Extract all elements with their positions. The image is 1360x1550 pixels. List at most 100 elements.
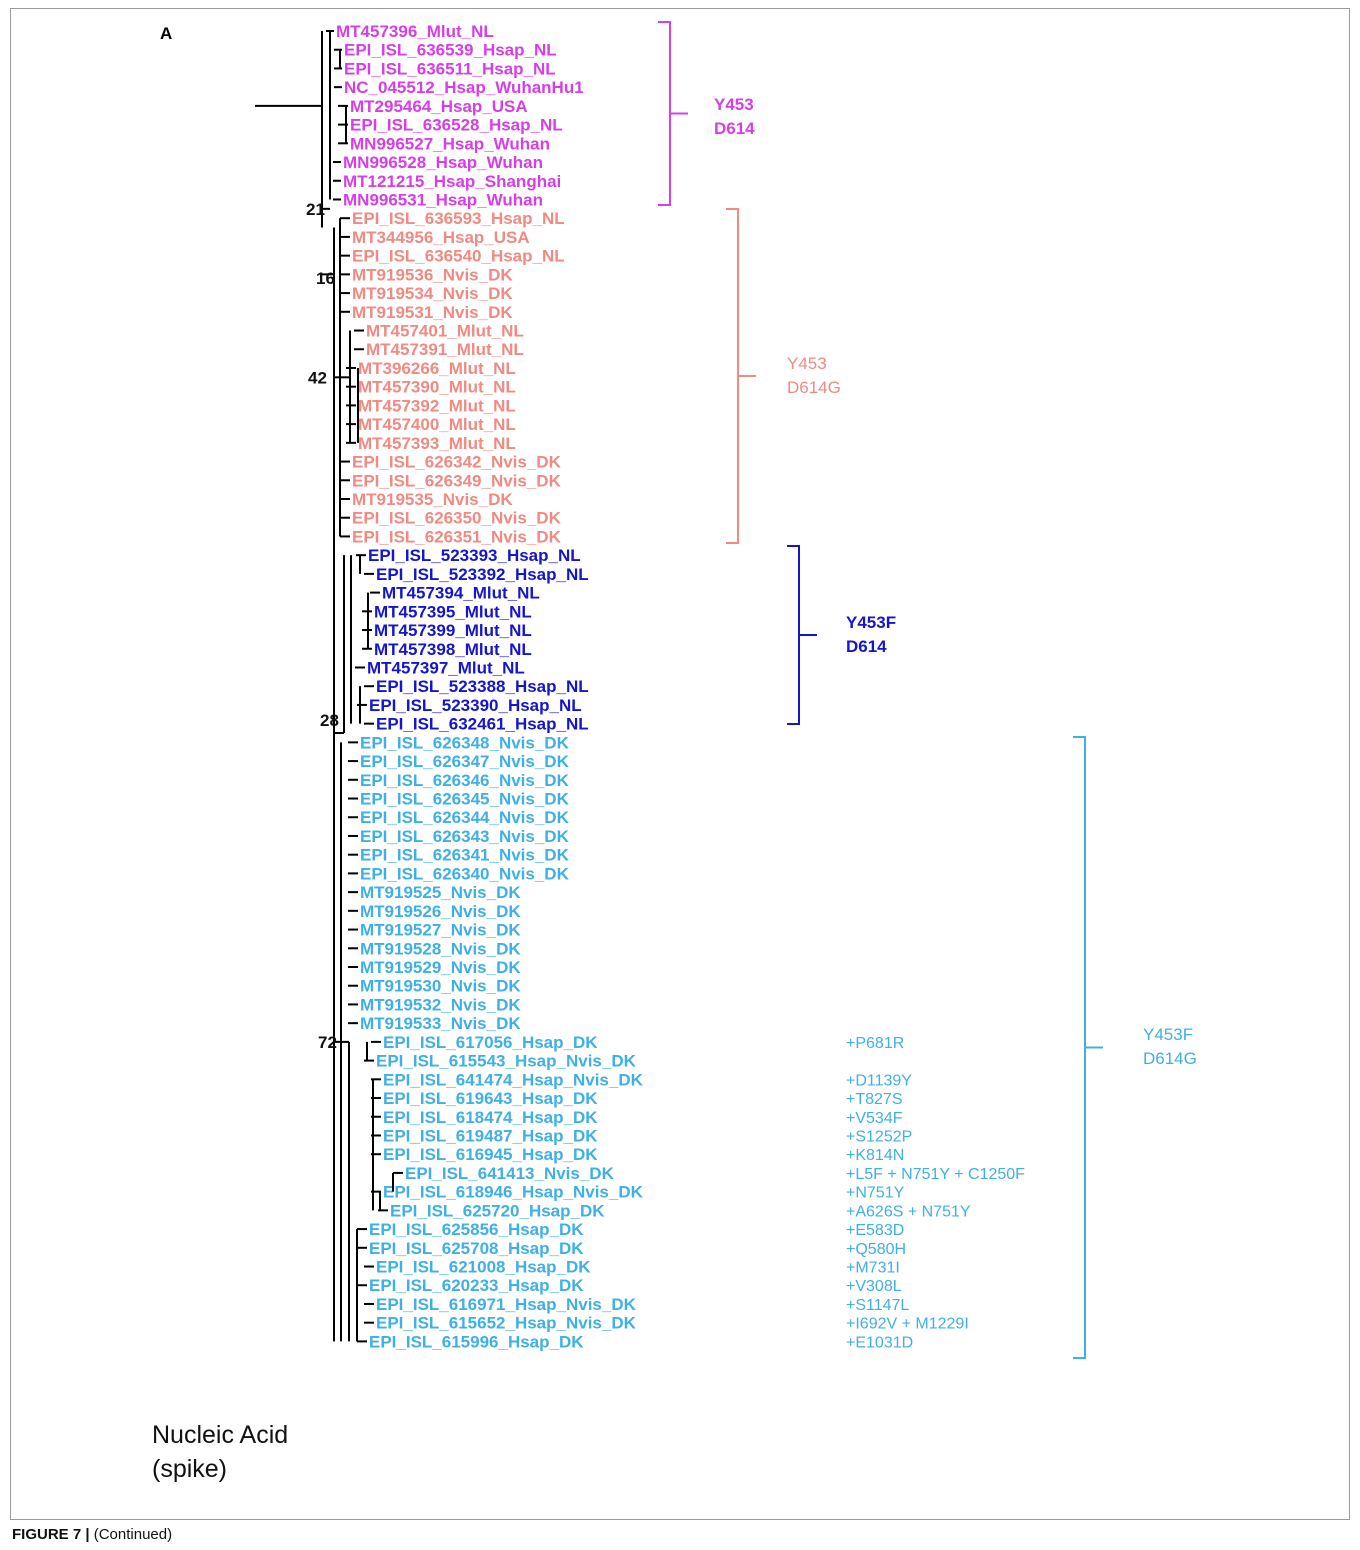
subtitle-line-1: Nucleic Acid: [152, 1421, 289, 1449]
leaf-label: EPI_ISL_615543_Hsap_Nvis_DK: [376, 1052, 637, 1071]
leaf-label: EPI_ISL_636593_Hsap_NL: [352, 209, 565, 228]
mutation-label: +Q580H: [846, 1241, 906, 1258]
leaf-label: MT121215_Hsap_Shanghai: [343, 172, 561, 191]
leaf-label: EPI_ISL_625720_Hsap_DK: [390, 1201, 605, 1220]
leaf-label: EPI_ISL_618946_Hsap_Nvis_DK: [383, 1183, 644, 1202]
clade-bracket: [658, 21, 688, 206]
leaf-label: MT919525_Nvis_DK: [360, 883, 521, 902]
leaf-label: EPI_ISL_626347_Nvis_DK: [360, 752, 570, 771]
figure-caption: FIGURE 7 | (Continued): [12, 1526, 172, 1543]
leaf-label: EPI_ISL_626350_Nvis_DK: [352, 509, 562, 528]
clade-bracket: [787, 545, 817, 725]
tree-subtitle: Nucleic Acid (spike): [152, 1418, 288, 1486]
leaf-label: NC_045512_Hsap_WuhanHu1: [344, 78, 584, 97]
leaf-label: EPI_ISL_636539_Hsap_NL: [344, 41, 557, 60]
mutation-label: +I692V + M1229I: [846, 1316, 969, 1333]
caption-note: (Continued): [93, 1526, 173, 1543]
mutation-label: +V308L: [846, 1278, 902, 1295]
leaf-label: MT919533_Nvis_DK: [360, 1014, 521, 1033]
mutation-label: +E1031D: [846, 1334, 913, 1351]
clade-label: D614G: [1143, 1049, 1197, 1068]
mutation-label: +A626S + N751Y: [846, 1203, 971, 1220]
leaf-label: MT919532_Nvis_DK: [360, 995, 521, 1014]
caption-figure-number: FIGURE 7 |: [12, 1526, 90, 1543]
leaf-label: MT457398_Mlut_NL: [374, 640, 532, 659]
leaf-label: EPI_ISL_626342_Nvis_DK: [352, 453, 562, 472]
mutation-label: +S1147L: [846, 1297, 909, 1314]
bootstrap-value: 21: [306, 200, 325, 219]
leaf-label: EPI_ISL_626346_Nvis_DK: [360, 771, 570, 790]
leaf-label: MN996527_Hsap_Wuhan: [350, 134, 550, 153]
leaf-label: MT919528_Nvis_DK: [360, 939, 521, 958]
clade-bracket: [1073, 736, 1103, 1359]
clade-bracket: [726, 208, 756, 544]
mutation-label: +M731I: [846, 1260, 900, 1277]
subtitle-line-2: (spike): [152, 1455, 228, 1483]
leaf-label: EPI_ISL_615652_Hsap_Nvis_DK: [376, 1314, 637, 1333]
leaf-label: EPI_ISL_626345_Nvis_DK: [360, 790, 570, 809]
leaf-label: MT919531_Nvis_DK: [352, 303, 513, 322]
bootstrap-value: 16: [316, 269, 335, 288]
clade-label: Y453: [714, 95, 754, 114]
clade-label: Y453: [787, 354, 827, 373]
leaf-label: EPI_ISL_523388_Hsap_NL: [376, 677, 589, 696]
leaf-label: MT919535_Nvis_DK: [352, 490, 513, 509]
leaf-label: MT457395_Mlut_NL: [374, 602, 532, 621]
bootstrap-value: 42: [308, 368, 327, 387]
mutation-label: +S1252P: [846, 1128, 912, 1145]
mutation-label: +V534F: [846, 1110, 903, 1127]
leaf-label: MT457393_Mlut_NL: [358, 434, 516, 453]
leaf-label: EPI_ISL_636528_Hsap_NL: [350, 116, 563, 135]
leaf-label: EPI_ISL_618474_Hsap_DK: [383, 1108, 598, 1127]
leaf-label: EPI_ISL_636540_Hsap_NL: [352, 247, 565, 266]
clade-label: D614: [846, 637, 887, 656]
leaf-label: EPI_ISL_523392_Hsap_NL: [376, 565, 589, 584]
leaf-label: MT919527_Nvis_DK: [360, 921, 521, 940]
bootstrap-value: 72: [318, 1033, 337, 1052]
leaf-label: MT457399_Mlut_NL: [374, 621, 532, 640]
leaf-label: EPI_ISL_626348_Nvis_DK: [360, 733, 570, 752]
bootstrap-value: 28: [320, 711, 339, 730]
leaf-label: MT396266_Mlut_NL: [358, 359, 516, 378]
leaf-label: MT919536_Nvis_DK: [352, 265, 513, 284]
leaf-label: EPI_ISL_636511_Hsap_NL: [344, 59, 556, 78]
leaf-label: MT457390_Mlut_NL: [358, 378, 516, 397]
mutation-label: +L5F + N751Y + C1250F: [846, 1166, 1025, 1183]
leaf-label: EPI_ISL_626351_Nvis_DK: [352, 527, 562, 546]
mutation-label: +D1139Y: [846, 1072, 912, 1089]
leaf-label: MT457392_Mlut_NL: [358, 396, 516, 415]
leaf-label: MT295464_Hsap_USA: [350, 97, 528, 116]
mutation-label: +P681R: [846, 1035, 904, 1052]
leaf-label: EPI_ISL_626341_Nvis_DK: [360, 846, 570, 865]
leaf-label: EPI_ISL_625856_Hsap_DK: [369, 1220, 584, 1239]
clade-label: Y453F: [1143, 1025, 1193, 1044]
leaf-label: MT457396_Mlut_NL: [336, 22, 494, 41]
leaf-label: EPI_ISL_641413_Nvis_DK: [405, 1164, 615, 1183]
leaf-label: MT919529_Nvis_DK: [360, 958, 521, 977]
leaf-label: EPI_ISL_523393_Hsap_NL: [368, 546, 581, 565]
leaf-label: EPI_ISL_620233_Hsap_DK: [369, 1276, 584, 1295]
leaf-label: EPI_ISL_626343_Nvis_DK: [360, 827, 570, 846]
clade-label: D614G: [787, 378, 841, 397]
mutation-label: +K814N: [846, 1147, 904, 1164]
leaf-label: MT919530_Nvis_DK: [360, 977, 521, 996]
leaf-label: MT919526_Nvis_DK: [360, 902, 521, 921]
leaf-label: EPI_ISL_619487_Hsap_DK: [383, 1126, 598, 1145]
figure-frame: [10, 8, 1350, 1520]
leaf-label: EPI_ISL_641474_Hsap_Nvis_DK: [383, 1070, 644, 1089]
leaf-label: MN996531_Hsap_Wuhan: [343, 190, 543, 209]
leaf-label: MT457397_Mlut_NL: [367, 658, 525, 677]
leaf-label: EPI_ISL_632461_Hsap_NL: [376, 715, 589, 734]
mutation-label: +N751Y: [846, 1185, 905, 1202]
leaf-label: MT457400_Mlut_NL: [358, 415, 516, 434]
leaf-label: EPI_ISL_626340_Nvis_DK: [360, 864, 570, 883]
leaf-label: EPI_ISL_625708_Hsap_DK: [369, 1239, 584, 1258]
leaf-label: EPI_ISL_621008_Hsap_DK: [376, 1258, 591, 1277]
clade-label: D614: [714, 119, 755, 138]
leaf-label: EPI_ISL_626344_Nvis_DK: [360, 808, 570, 827]
leaf-label: EPI_ISL_616971_Hsap_Nvis_DK: [376, 1295, 637, 1314]
leaf-label: EPI_ISL_617056_Hsap_DK: [383, 1033, 598, 1052]
leaf-label: MT457391_Mlut_NL: [366, 340, 524, 359]
leaf-label: EPI_ISL_523390_Hsap_NL: [369, 696, 582, 715]
